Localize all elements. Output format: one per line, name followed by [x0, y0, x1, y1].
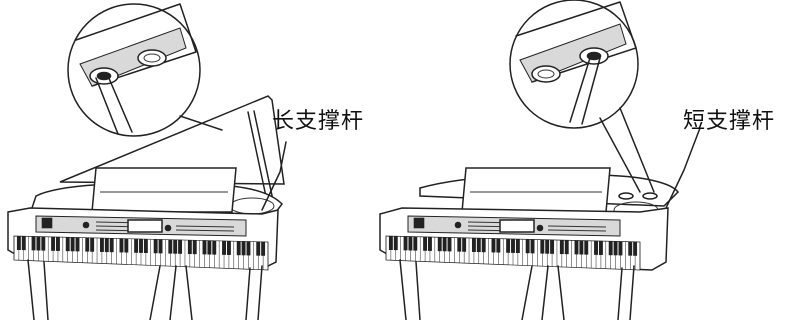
music-rest	[461, 167, 611, 213]
magnified-detail-short	[509, 0, 655, 193]
keyboard	[385, 235, 641, 271]
dial-icon	[82, 221, 90, 229]
magnified-detail-long	[67, 3, 223, 137]
dial-icon-2	[164, 224, 172, 232]
short-prop-socket	[618, 192, 634, 200]
keyboard	[13, 235, 269, 271]
piano-legs	[27, 259, 263, 320]
piano-illustration-short-prop	[379, 127, 701, 320]
piano-illustration-long-prop	[7, 95, 287, 320]
long-prop-stick	[247, 110, 275, 207]
short-prop-label: 短支撑杆	[683, 109, 776, 134]
dial-icon	[454, 221, 462, 229]
display-icon	[413, 217, 425, 229]
long-prop-label: 长支撑杆	[272, 109, 365, 134]
piano-legs	[399, 259, 635, 320]
short-prop-socket-2	[642, 192, 658, 200]
display-icon	[41, 217, 53, 229]
music-rest	[91, 167, 237, 213]
dial-icon-2	[536, 224, 544, 232]
